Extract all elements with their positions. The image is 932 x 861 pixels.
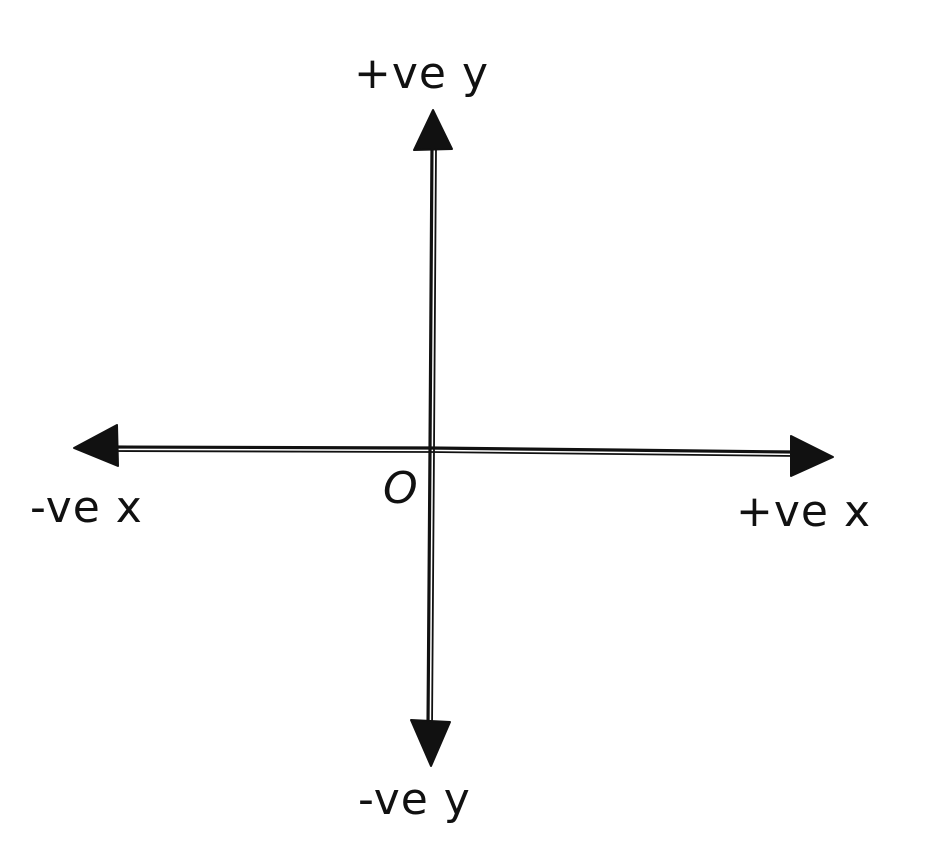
y-axis-line [426,144,434,728]
pos-x-label: +ve x [736,486,871,537]
y-axis [410,109,453,767]
origin-label: O [383,463,418,514]
y-axis-line-sketch [431,147,437,731]
y-axis-top-arrowhead [413,109,453,151]
x-axis [73,424,834,477]
y-axis-bottom-arrowhead [410,719,451,767]
pos-y-label: +ve y [354,48,489,99]
x-axis-left-arrowhead [73,424,119,467]
neg-y-label: -ve y [358,774,471,825]
x-axis-right-arrowhead [790,435,834,477]
neg-x-label: -ve x [30,482,143,533]
